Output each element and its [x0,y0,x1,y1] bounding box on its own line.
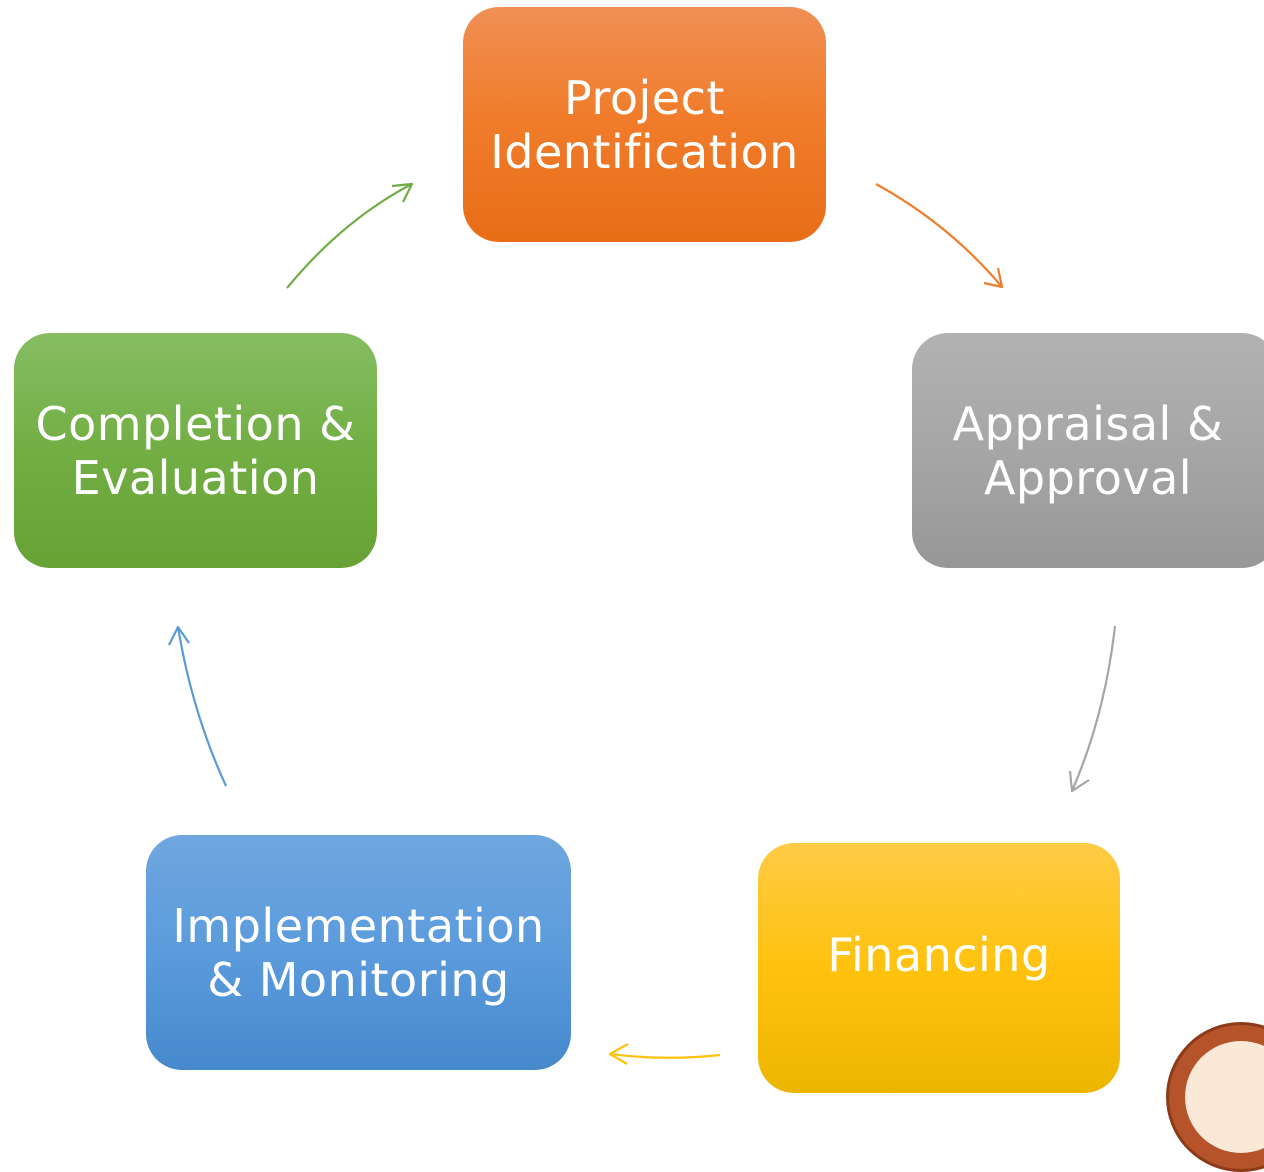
node-appraisal-approval: Appraisal & Approval [912,333,1264,568]
seal-logo-icon: of Local Govern [1166,1022,1264,1172]
arrow-implementation-monitoring-to-completion-evaluation [168,625,227,787]
arrow-appraisal-approval-to-financing [1068,625,1117,793]
arrow-project-identification-to-appraisal-approval [875,183,1004,289]
node-label-financing: Financing [827,928,1051,982]
arrow-completion-evaluation-to-project-identification [286,182,414,289]
project-cycle-diagram: Project Identification Appraisal & Appro… [14,7,1264,1172]
node-label-implementation-monitoring: Implementation & Monitoring [172,898,545,1007]
node-label-appraisal-approval: Appraisal & Approval [952,396,1224,505]
seal-inner [1185,1041,1264,1153]
node-implementation-monitoring: Implementation & Monitoring [146,835,571,1070]
node-label-completion-evaluation: Completion & Evaluation [35,396,356,505]
node-project-identification: Project Identification [463,7,826,242]
node-completion-evaluation: Completion & Evaluation [14,333,377,568]
node-label-project-identification: Project Identification [490,71,799,179]
arrow-financing-to-implementation-monitoring [608,1043,721,1065]
node-financing: Financing [758,843,1120,1093]
